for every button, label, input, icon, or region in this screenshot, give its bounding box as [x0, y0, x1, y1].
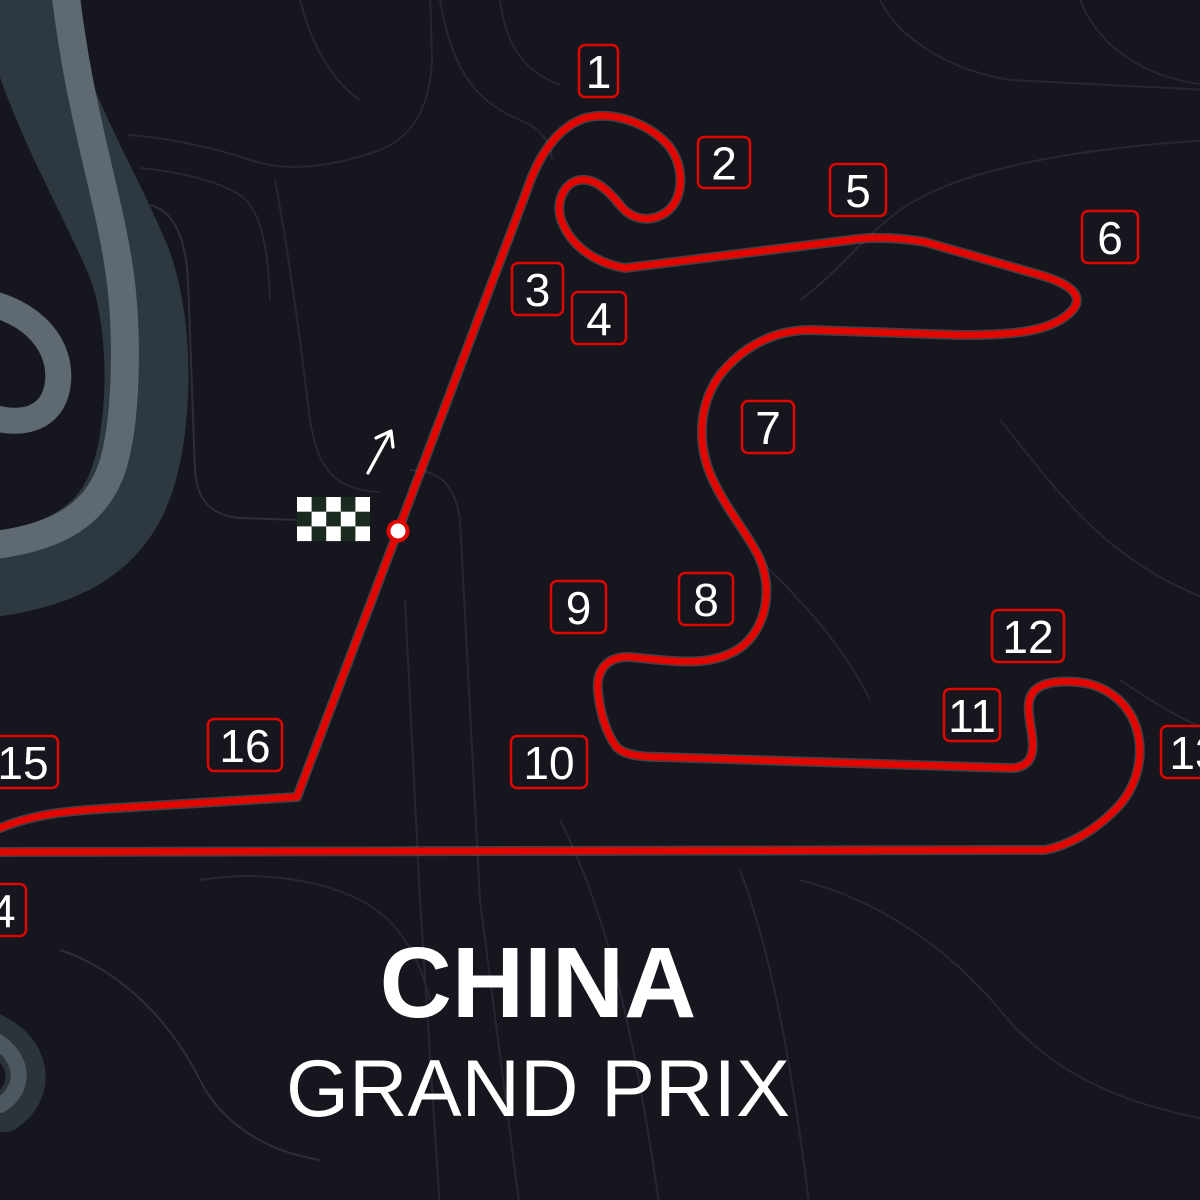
turn-number: 7 — [755, 402, 781, 454]
turn-label-box — [1159, 724, 1200, 780]
page-subtitle: GRAND PRIX — [286, 1044, 790, 1134]
turn-label: 14 — [0, 882, 28, 938]
turn-label: 13 — [1159, 724, 1200, 780]
turn-label-box — [549, 579, 608, 635]
start-finish-marker — [386, 519, 410, 543]
turn-number: 16 — [219, 720, 270, 772]
turn-labels: 1 2 3 4 5 6 7 8 — [0, 43, 1200, 938]
turn-label: 10 — [509, 734, 589, 790]
turn-number: 13 — [1169, 727, 1200, 779]
turn-label-box — [0, 734, 60, 790]
checkered-flag-icon — [297, 497, 370, 542]
track-line — [0, 112, 1144, 856]
turn-number: 15 — [0, 737, 49, 789]
turn-number: 2 — [711, 138, 737, 190]
turn-number: 11 — [948, 690, 996, 742]
direction-arrow-icon — [366, 429, 395, 475]
turn-label-box — [510, 261, 565, 317]
turn-label-box — [0, 882, 28, 938]
turn-label: 2 — [696, 135, 752, 190]
turn-label-box — [677, 571, 735, 627]
turn-label-box — [942, 687, 1002, 743]
turn-label: 7 — [740, 399, 796, 455]
turn-number: 8 — [693, 574, 719, 626]
turn-label: 15 — [0, 734, 60, 790]
turn-label: 4 — [570, 290, 628, 346]
turn-label: 8 — [677, 571, 735, 627]
turn-label-box — [1080, 209, 1140, 265]
turn-number: 6 — [1097, 212, 1123, 264]
turn-label: 11 — [942, 687, 1002, 743]
turn-number: 4 — [586, 293, 612, 345]
turn-label-box — [740, 399, 796, 455]
background-overpass — [0, 0, 189, 1132]
turn-number: 14 — [0, 885, 16, 937]
turn-label-box — [577, 43, 620, 99]
turn-label: 3 — [510, 261, 565, 317]
turn-number: 12 — [1002, 611, 1053, 663]
turn-label-box — [696, 135, 752, 190]
turn-label-box — [509, 734, 589, 790]
turn-label: 12 — [990, 608, 1066, 664]
turn-number: 5 — [845, 165, 871, 217]
turn-number: 1 — [586, 46, 612, 98]
turn-label: 5 — [828, 162, 888, 218]
turn-label-box — [990, 608, 1066, 664]
page-title: CHINA — [380, 927, 697, 1039]
turn-label: 1 — [577, 43, 620, 99]
turn-label-box — [828, 162, 888, 218]
turn-label-box — [570, 290, 628, 346]
turn-label: 6 — [1080, 209, 1140, 265]
turn-number: 9 — [566, 582, 592, 634]
turn-label: 9 — [549, 579, 608, 635]
turn-label: 16 — [206, 717, 284, 773]
turn-number: 3 — [525, 264, 551, 316]
track-outline — [0, 110, 1145, 857]
turn-label-box — [206, 717, 284, 773]
turn-number: 10 — [523, 737, 574, 789]
